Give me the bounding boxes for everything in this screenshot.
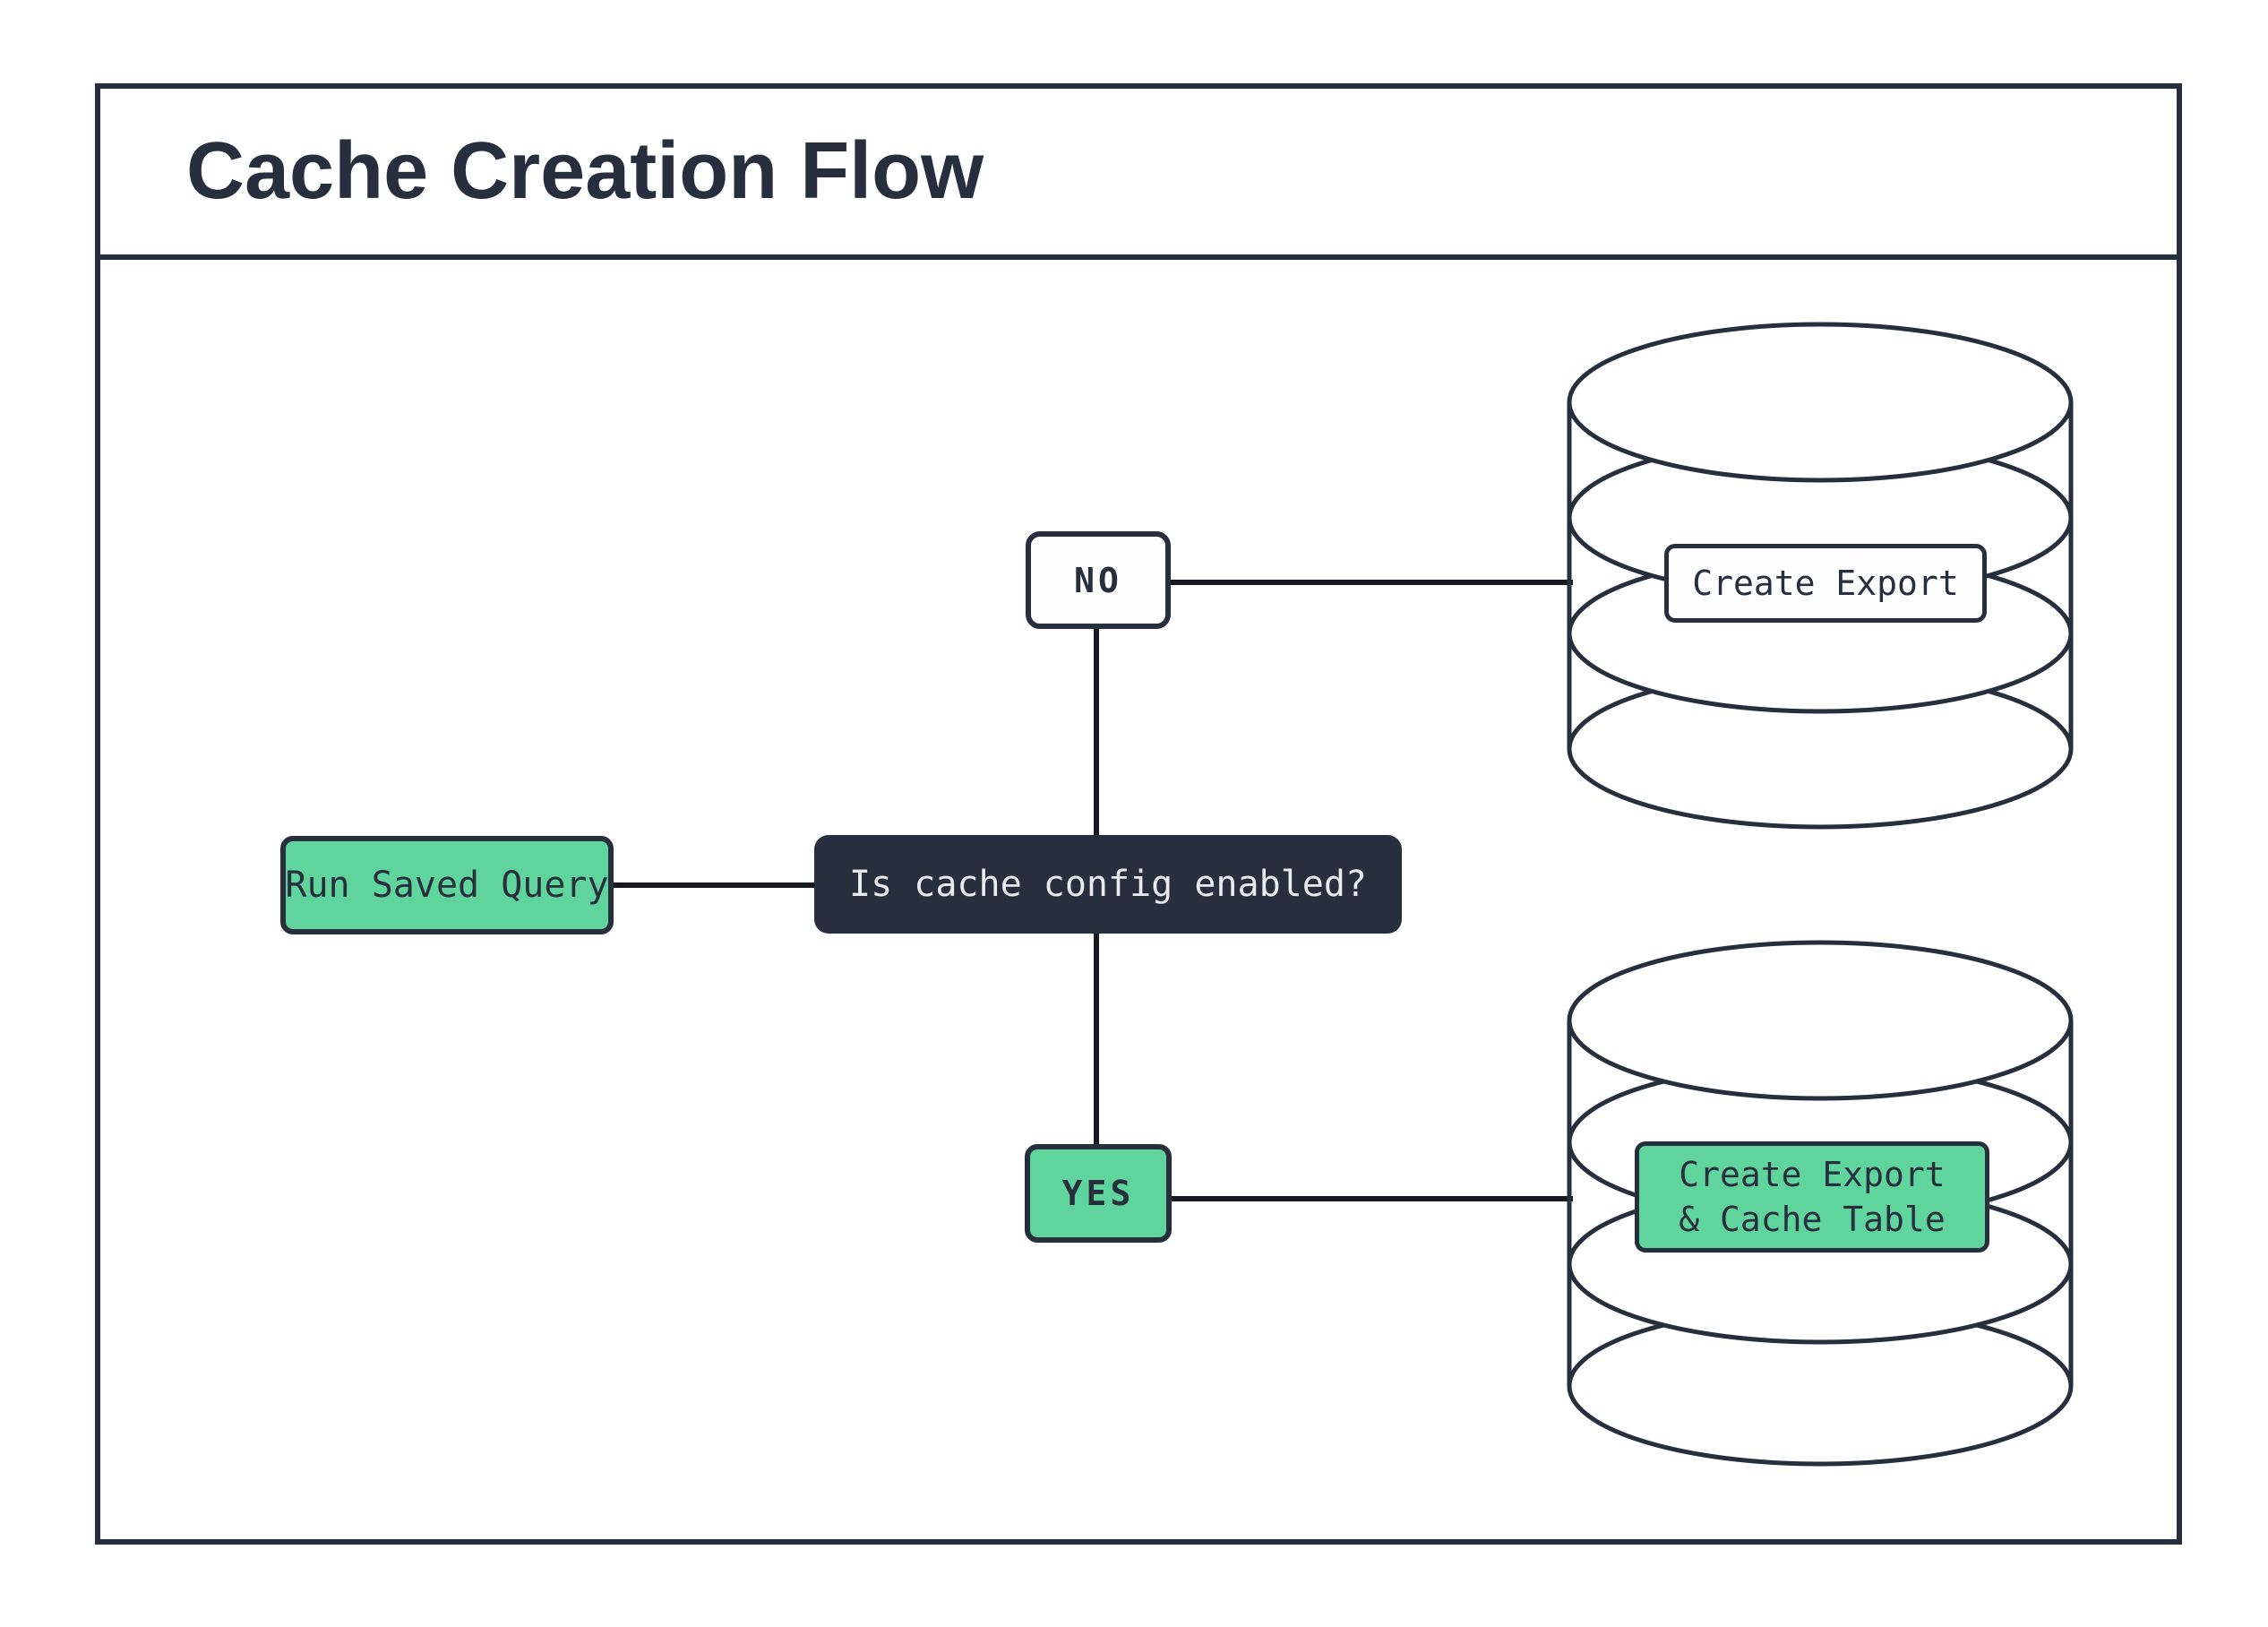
node-create-export: Create Export (1664, 544, 1987, 623)
node-run-saved-query: Run Saved Query (280, 836, 614, 934)
node-branch-yes: YES (1025, 1144, 1172, 1243)
node-decision-cache-config: Is cache config enabled? (814, 835, 1402, 934)
node-run-saved-query-label: Run Saved Query (285, 865, 609, 906)
node-branch-no: NO (1026, 531, 1171, 629)
create-export-label: Create Export (1692, 563, 1959, 603)
database-disc (1567, 940, 2074, 1101)
diagram-frame: Cache Creation Flow (95, 83, 2182, 1545)
branch-no-label: NO (1074, 560, 1122, 600)
database-disc (1567, 322, 2074, 483)
node-create-export-cache-table: Create Export & Cache Table (1635, 1141, 1989, 1253)
create-export-cache-line1: Create Export (1679, 1154, 1946, 1194)
branch-yes-label: YES (1061, 1174, 1135, 1213)
node-decision-label: Is cache config enabled? (849, 864, 1367, 905)
create-export-cache-line2: & Cache Table (1679, 1200, 1946, 1239)
page-title: Cache Creation Flow (186, 126, 984, 216)
connector-lines (609, 580, 1573, 1201)
diagram-header: Cache Creation Flow (100, 89, 2177, 260)
